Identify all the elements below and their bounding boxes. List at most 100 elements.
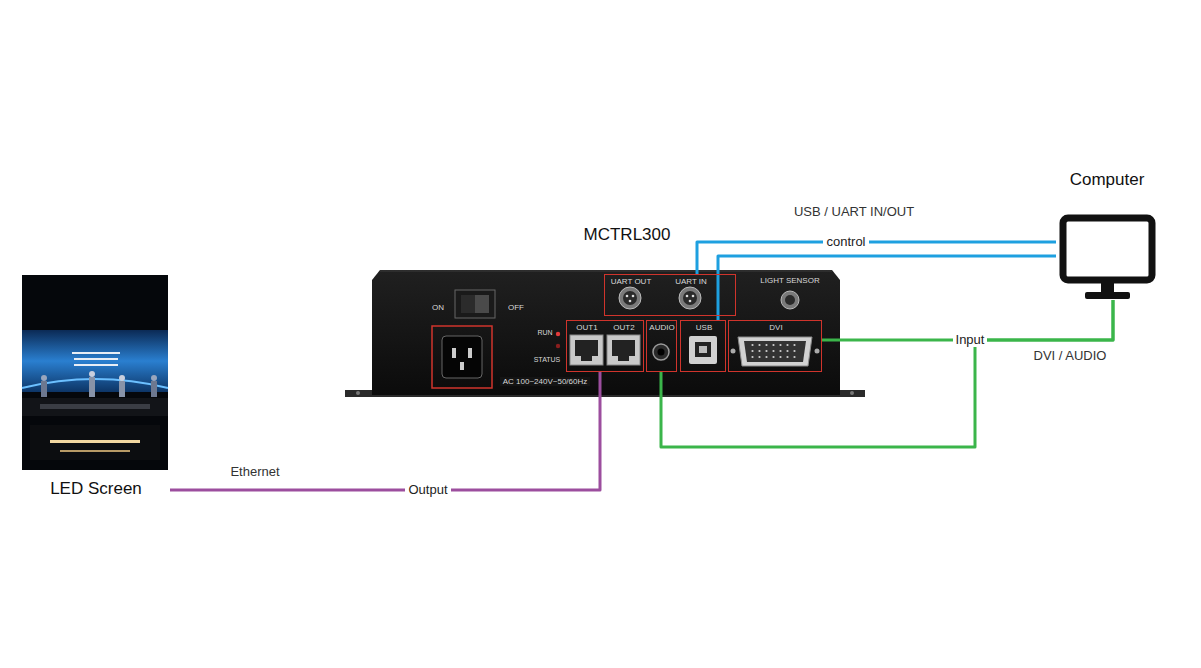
usb-b-tongue <box>699 346 707 353</box>
audio-jack-hole <box>658 349 665 356</box>
computer: Computer <box>1056 168 1160 300</box>
port-group: UART OUT UART IN <box>604 274 736 316</box>
connector-pin <box>689 300 692 303</box>
performer <box>119 381 125 397</box>
stage-floor <box>22 398 168 416</box>
power-switch <box>455 290 495 318</box>
audio-jack <box>653 344 669 360</box>
uart-connector <box>619 287 641 309</box>
port-name: DVI <box>769 323 782 332</box>
indicator-label: STATUS <box>534 356 561 364</box>
dvi-pins <box>749 343 799 361</box>
uart-connector <box>679 287 701 309</box>
port-box: USB <box>680 320 726 372</box>
rj45-port <box>607 335 640 365</box>
cable-name: Ethernet <box>227 465 282 480</box>
edge-label: Output <box>405 483 450 498</box>
controller-housing <box>345 270 865 397</box>
stage-front <box>30 425 160 460</box>
dvi-screw <box>731 349 736 354</box>
performer <box>119 375 125 381</box>
inlet-pin <box>452 348 456 358</box>
photo-ground <box>22 275 168 470</box>
stage-light <box>50 440 140 443</box>
dvi-port <box>738 337 812 366</box>
usb-b-opening <box>695 342 711 357</box>
mounting-hole <box>850 391 854 395</box>
port-box: DVI <box>728 320 822 372</box>
led-screen-photo <box>22 275 168 470</box>
led-screen: LED Screen <box>22 275 170 502</box>
connector-pin <box>686 295 689 298</box>
node-heading: Computer <box>1070 170 1145 190</box>
lyric-bar <box>74 364 118 366</box>
stage-light <box>60 450 130 452</box>
connector-pin <box>632 295 635 298</box>
performer <box>89 377 95 397</box>
cable-connector <box>170 372 600 490</box>
rj45-port <box>570 335 603 365</box>
power-rating: AC 100~240V~50/60Hz <box>500 377 591 386</box>
performer <box>41 375 47 381</box>
dvi-screw <box>815 349 820 354</box>
inlet-pin <box>460 362 464 370</box>
usb-b-port <box>689 336 717 364</box>
housing-body <box>372 270 840 395</box>
cable-connector <box>718 256 1056 320</box>
rj45-opening <box>618 356 629 361</box>
port-name: UART OUT <box>611 277 652 286</box>
rj45-opening <box>575 340 598 356</box>
indicator-label: RUN <box>537 329 552 337</box>
computer-icon <box>1063 218 1152 299</box>
lyric-bar <box>72 352 120 354</box>
switch-label: OFF <box>508 303 524 312</box>
rj45-opening <box>612 340 635 356</box>
port-name: USB <box>696 323 712 332</box>
cable-connector <box>661 300 1113 447</box>
mounting-hole <box>356 391 360 395</box>
monitor-frame <box>1063 218 1152 280</box>
dvi-opening <box>744 341 806 362</box>
monitor-stand <box>1101 283 1114 293</box>
switch-rocker <box>475 295 489 313</box>
port-name: UART IN <box>675 277 707 286</box>
status-led <box>556 344 560 348</box>
port-group: OUT1 OUT2 <box>566 320 644 372</box>
connector-pin <box>626 295 629 298</box>
performer <box>41 381 47 397</box>
port-name: AUDIO <box>649 323 674 332</box>
switch-label: ON <box>432 303 444 312</box>
lyric-bar <box>74 358 118 360</box>
port-box: AUDIO <box>646 320 677 372</box>
performer <box>89 371 95 377</box>
connector-pin <box>629 300 632 303</box>
performer <box>151 375 157 381</box>
light-sensor-connector <box>781 291 799 309</box>
cable-connector <box>697 242 1056 274</box>
inlet-pin <box>468 348 472 358</box>
uart-connector-face <box>623 291 637 305</box>
rj45-opening <box>581 356 592 361</box>
switch-rocker <box>461 295 489 313</box>
node-heading: MCTRL300 <box>584 225 671 245</box>
port-name: OUT1 <box>576 323 597 332</box>
edge-label: Input <box>953 333 988 348</box>
run-led <box>556 332 560 336</box>
port-name: OUT2 <box>613 323 634 332</box>
stage-edge <box>40 404 150 409</box>
light-sensor-face <box>785 295 795 305</box>
signal-name: DVI / AUDIO <box>1031 349 1110 364</box>
controller-unit: MCTRL300UART OUTUART INOUT1OUT2AUDIOUSBD… <box>372 270 840 395</box>
port-name: LIGHT SENSOR <box>760 276 819 285</box>
signal-name: USB / UART IN/OUT <box>791 205 917 220</box>
edge-label: control <box>823 235 868 250</box>
housing-edge <box>380 271 832 272</box>
uart-connector-face <box>683 291 697 305</box>
connector-pin <box>692 295 695 298</box>
performer <box>151 381 157 397</box>
monitor-base <box>1085 292 1130 299</box>
power-inlet <box>442 336 482 378</box>
